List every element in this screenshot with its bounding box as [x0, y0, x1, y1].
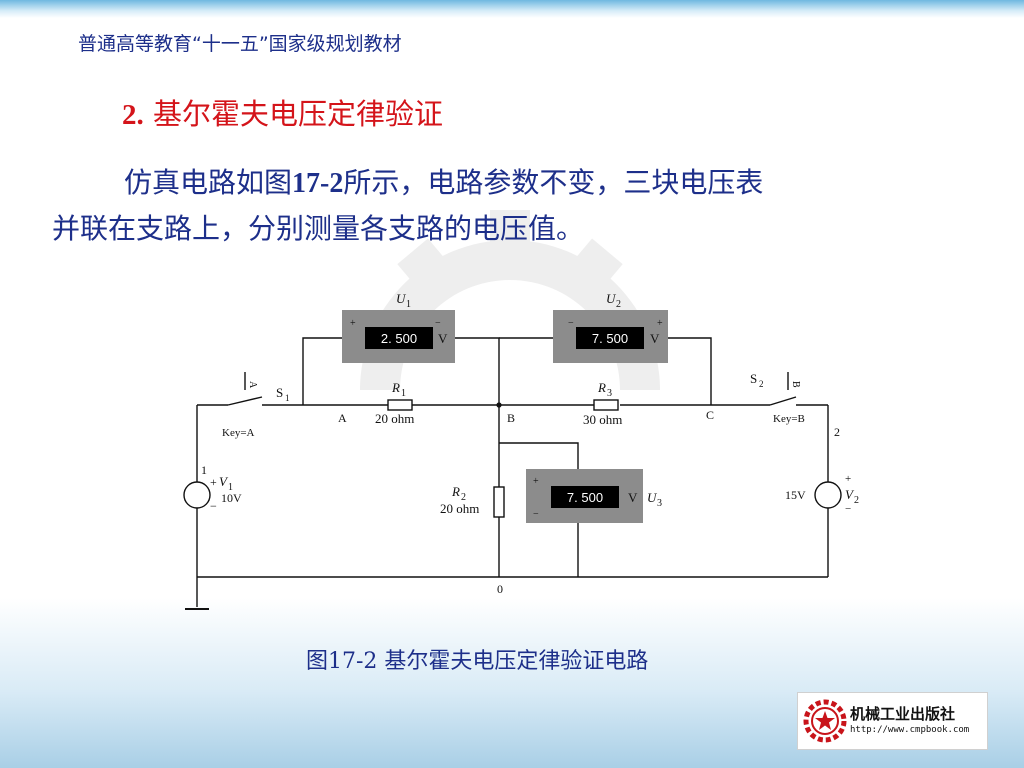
voltmeter-u2: 7. 500 V − + U 2 — [553, 291, 668, 363]
resistor-value: 30 ohm — [583, 412, 622, 427]
section-title-text: 基尔霍夫电压定律验证 — [152, 97, 443, 131]
meter-label-sub: 2 — [616, 299, 621, 310]
source-value: 15V — [785, 488, 806, 502]
source-labels: 1 + V 1 10V − 2 + V 2 − 15V — [201, 425, 859, 515]
resistor-value: 20 ohm — [375, 411, 414, 426]
top-banner — [0, 0, 1024, 18]
switch-key: Key=A — [222, 427, 255, 439]
section-number: 2. — [122, 99, 144, 131]
meter-plus: + — [657, 318, 663, 329]
node-label-c: C — [706, 408, 714, 422]
switch-key: Key=B — [773, 413, 805, 425]
node-label-a: A — [338, 411, 347, 425]
publisher-name: 机械工业出版社 — [850, 705, 956, 723]
meter-label-sub: 3 — [657, 498, 662, 509]
meter-plus: + — [533, 476, 539, 487]
publisher-url: http://www.cmpbook.com — [850, 725, 970, 735]
meter-minus: − — [568, 318, 574, 329]
switch-label-sub: 1 — [285, 393, 290, 403]
source-value: 10V — [221, 491, 242, 505]
switch-label-sub: 2 — [759, 379, 764, 389]
voltmeter-u1: 2. 500 V + − U 1 — [342, 291, 455, 363]
resistor-label: R — [597, 380, 606, 395]
description-paragraph: 仿真电路如图17-2所示，电路参数不变，三块电压表 并联在支路上，分别测量各支路… — [52, 160, 952, 251]
source-node: 2 — [834, 425, 840, 439]
figure-caption: 图17-2 基尔霍夫电压定律验证电路 — [306, 649, 649, 674]
meter-label: U — [606, 291, 617, 306]
switch-letter: A — [247, 381, 258, 389]
course-series-header: 普通高等教育“十一五”国家级规划教材 — [78, 33, 402, 55]
resistor-label: R — [391, 380, 400, 395]
meter-plus: + — [350, 318, 356, 329]
source-node: 1 — [201, 463, 207, 477]
voltmeter-u3: 7. 500 V + − U 3 — [526, 469, 662, 523]
meter-reading: 2. 500 — [381, 331, 417, 346]
meter-reading: 7. 500 — [567, 490, 603, 505]
resistor-label-sub: 3 — [607, 388, 612, 399]
source-minus: − — [210, 499, 217, 513]
switch-letter: B — [790, 381, 801, 388]
publisher-logo: 机械工业出版社 http://www.cmpbook.com — [797, 692, 988, 750]
resistor-label: R — [451, 484, 460, 499]
switch-label: S — [276, 385, 283, 400]
node-label-b: B — [507, 411, 515, 425]
source-plus: + — [845, 473, 851, 485]
resistor-label-sub: 1 — [401, 388, 406, 399]
source-label: V — [219, 474, 229, 489]
switch-labels: S 1 Key=A A S 2 Key=B B — [222, 371, 805, 439]
resistor-value: 20 ohm — [440, 501, 479, 516]
meter-label: U — [647, 490, 658, 505]
source-minus: − — [845, 503, 851, 515]
paragraph-text: 所示，电路参数不变，三块电压表 — [343, 166, 764, 199]
meter-minus: − — [533, 509, 539, 520]
paragraph-line-1: 仿真电路如图17-2所示，电路参数不变，三块电压表 — [52, 160, 952, 206]
source-label-sub: 2 — [854, 495, 859, 506]
meter-unit: V — [650, 331, 660, 346]
meter-minus: − — [435, 318, 441, 329]
node-label-ground: 0 — [497, 582, 503, 596]
source-plus: + — [210, 475, 217, 489]
section-title: 2. 基尔霍夫电压定律验证 — [122, 91, 443, 133]
resistor-labels: R 1 20 ohm R 2 20 ohm R 3 30 ohm — [375, 380, 622, 516]
source-label-sub: 1 — [228, 482, 233, 493]
meter-label: U — [396, 291, 407, 306]
meter-reading: 7. 500 — [592, 331, 628, 346]
resistor-label-sub: 2 — [461, 492, 466, 503]
figure-reference: 17-2 — [292, 168, 344, 199]
paragraph-text: 仿真电路如图 — [124, 166, 293, 199]
meter-label-sub: 1 — [406, 299, 411, 310]
source-label: V — [845, 487, 855, 502]
meter-unit: V — [438, 331, 448, 346]
publisher-gear-icon — [803, 699, 847, 743]
paragraph-line-2: 并联在支路上，分别测量各支路的电压值。 — [52, 212, 585, 245]
node-labels: A B C 0 — [338, 408, 714, 596]
switch-label: S — [750, 371, 757, 386]
meter-unit: V — [628, 490, 638, 505]
